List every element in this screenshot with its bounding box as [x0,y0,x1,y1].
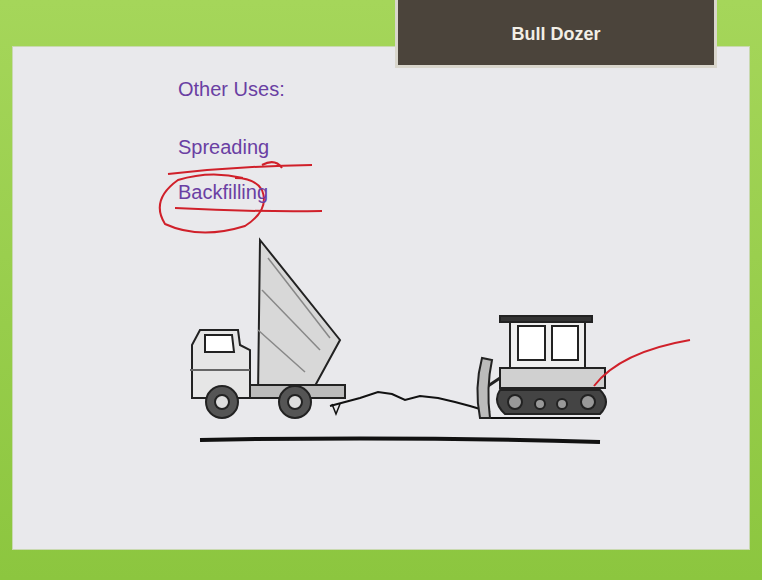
bullet-text: Backfilling [178,181,268,204]
slide-title: Bull Dozer [511,24,600,45]
slide-panel [12,46,750,550]
bullet-text: Spreading [178,136,269,159]
bullet-text: Other Uses: [178,78,285,101]
